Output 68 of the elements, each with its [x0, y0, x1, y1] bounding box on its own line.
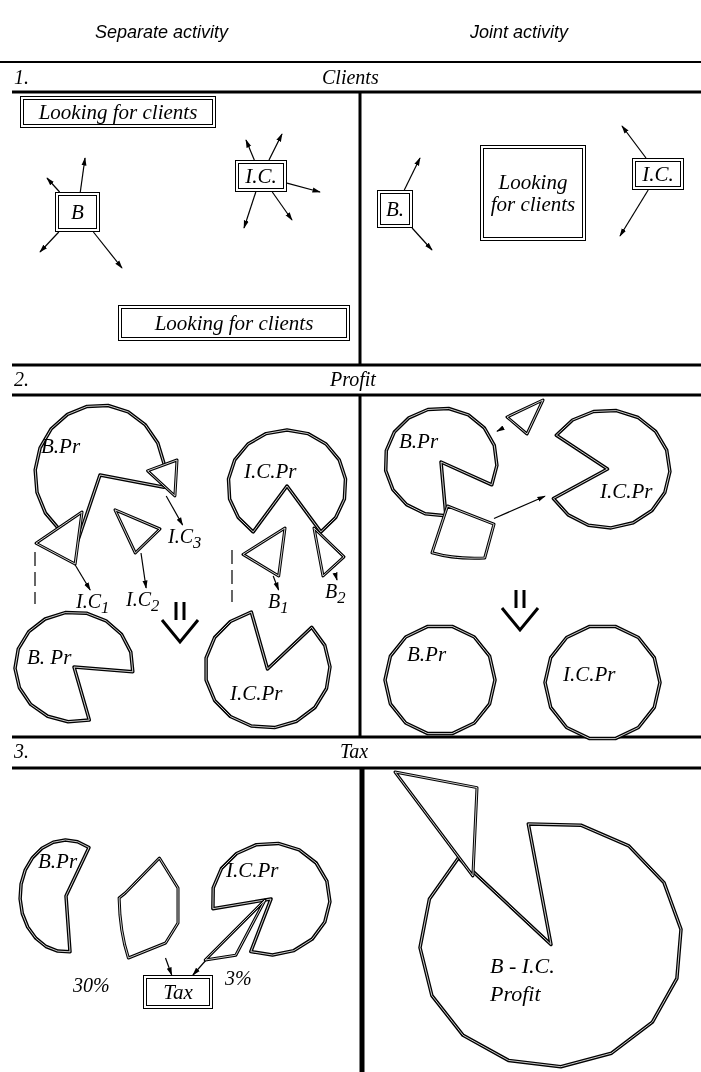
text-label: B$_{1}$ — [268, 590, 300, 618]
text-label: I.C$_{3}$ — [168, 525, 212, 551]
arrow — [140, 552, 148, 589]
arrow — [619, 189, 649, 237]
column-heading: Joint activity — [470, 22, 569, 43]
arrow — [272, 575, 280, 591]
wedge-shape — [116, 858, 178, 958]
section-title: Clients — [322, 66, 379, 89]
pie-label: B.Pr — [38, 850, 78, 872]
arrow — [46, 177, 61, 193]
section-number: 3. — [14, 740, 29, 763]
section-title: Tax — [340, 740, 369, 763]
text-box: Looking for clients — [118, 305, 350, 341]
section-title: Profit — [330, 368, 376, 391]
arrow — [164, 957, 173, 976]
triangle-shape — [314, 528, 344, 576]
triangle-shape — [115, 505, 160, 553]
pie-label: I.C.Pr — [563, 663, 616, 685]
pie-label: B. Pr — [27, 646, 72, 668]
text-label: B$_{2}$ — [325, 580, 357, 608]
pie-label: B.Pr — [41, 435, 81, 457]
pie-label: I.C.Pr — [244, 460, 297, 482]
pie-shape — [545, 625, 660, 740]
text-box: I.C. — [632, 158, 684, 190]
arrow — [165, 495, 184, 526]
arrow — [245, 139, 255, 161]
section-number: 2. — [14, 368, 29, 391]
arrow — [621, 125, 647, 159]
text-box: B. — [377, 190, 413, 228]
arrow — [286, 182, 321, 193]
pie-label: B.Pr — [407, 643, 447, 665]
triangle-shape — [395, 772, 477, 876]
text-box: B — [55, 192, 100, 232]
arrow — [411, 227, 433, 251]
arrow — [271, 191, 293, 221]
arrow — [92, 231, 123, 269]
arrow — [496, 425, 505, 432]
text-label: I.C$_{2}$ — [126, 588, 170, 614]
triangle-shape — [503, 400, 543, 434]
pie-label: I.C.Pr — [230, 682, 283, 704]
arrow — [74, 563, 91, 591]
column-heading: Separate activity — [95, 22, 229, 43]
wedge-shape — [432, 506, 494, 558]
pie-shape — [420, 822, 682, 1067]
text-box: I.C. — [235, 160, 287, 192]
triangle-shape — [243, 528, 285, 576]
arrow — [268, 133, 283, 161]
pie-shape — [15, 612, 133, 722]
arrow — [493, 495, 546, 520]
pie-shape — [385, 625, 495, 735]
text-label: I.C$_{1}$ — [76, 590, 120, 616]
arrow — [39, 231, 60, 253]
arrow — [332, 572, 338, 581]
edge-label: 30% — [72, 975, 111, 995]
section-number: 1. — [14, 66, 29, 89]
pie-label: B.Pr — [399, 430, 439, 452]
arrow — [403, 157, 421, 191]
arrow — [243, 191, 257, 229]
pie-label: B - I.C. Profit — [490, 952, 556, 1008]
arrow — [79, 157, 87, 193]
text-box: Looking for clients — [20, 96, 216, 128]
edge-label: 3% — [224, 968, 253, 988]
triangle-shape — [36, 512, 82, 564]
pie-label: I.C.Pr — [226, 859, 279, 881]
arrow — [192, 959, 207, 976]
text-box: Looking for clients — [480, 145, 586, 241]
pie-label: I.C.Pr — [600, 480, 653, 502]
text-box: Tax — [143, 975, 213, 1009]
